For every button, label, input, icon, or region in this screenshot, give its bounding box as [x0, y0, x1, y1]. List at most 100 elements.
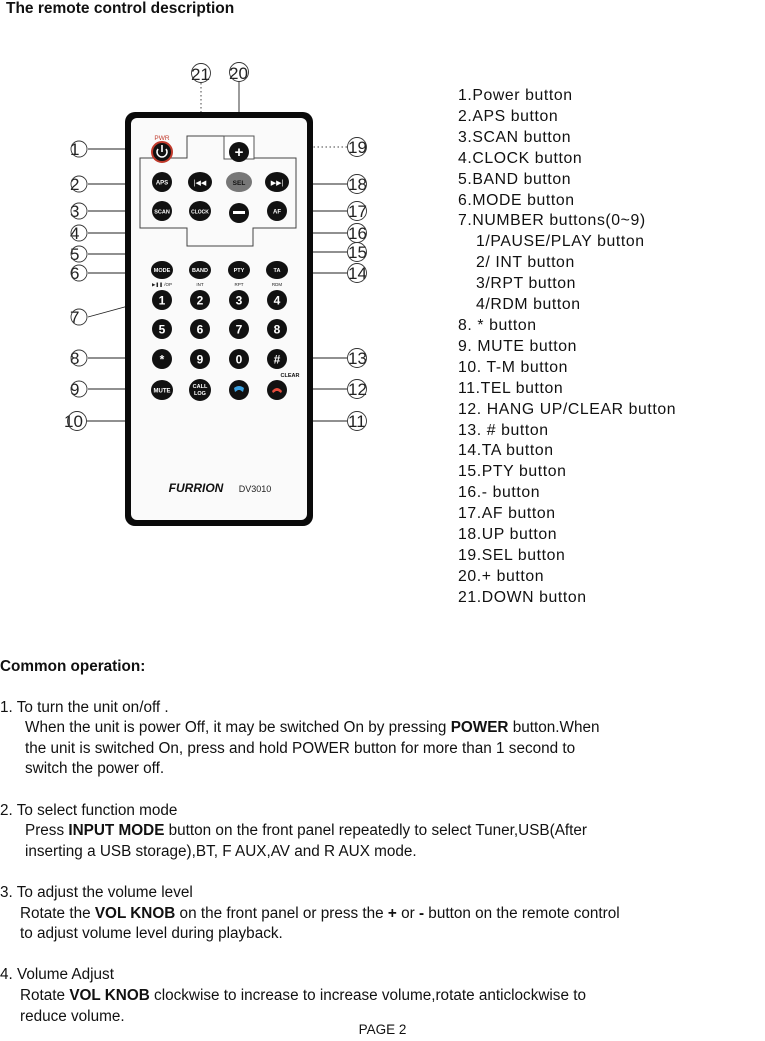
svg-text:RDM: RDM: [272, 282, 282, 287]
callout-16: 16: [348, 224, 367, 243]
button-list-item: 2.APS button: [458, 107, 559, 125]
section-1-text: When the unit is power Off, it may be sw…: [25, 719, 600, 737]
button-list-item: 15.PTY button: [458, 463, 567, 481]
button-list-item: 4.CLOCK button: [458, 149, 583, 167]
svg-text:PTY: PTY: [234, 268, 245, 274]
callout-7: 7: [70, 308, 79, 327]
svg-text:INT: INT: [196, 282, 204, 287]
keypad-key-label: 0: [236, 353, 243, 367]
svg-text:APS: APS: [156, 181, 168, 187]
svg-text:AF: AF: [273, 210, 281, 216]
svg-text:+: +: [235, 144, 244, 161]
number-key: [190, 290, 210, 310]
number-key-label: 1: [159, 294, 166, 308]
svg-text:CALL: CALL: [193, 384, 208, 390]
aps-button: [152, 172, 172, 192]
svg-text:MUTE: MUTE: [154, 389, 171, 395]
svg-text:LOG: LOG: [194, 391, 206, 397]
section-1-line2: the unit is switched On, press and hold …: [25, 739, 576, 757]
callout-8: 8: [70, 349, 79, 368]
callout-numbers: 1 2 3 4 5 6 7 8 9 10 11 12 13 14 15 16 1…: [64, 64, 367, 431]
button-list-item: 19.SEL button: [458, 546, 566, 564]
page-title: The remote control description: [6, 0, 235, 17]
number-key-label: 2: [197, 294, 204, 308]
number-key: [152, 319, 172, 339]
remote-diagram: 1 2 3 4 5 6 7 8 9 10 11 12 13 14 15 16 1…: [64, 62, 367, 526]
number-key-label: 6: [197, 323, 204, 337]
button-list-item: 5.BAND button: [458, 170, 572, 188]
keypad-key: [152, 349, 172, 369]
button-list-item: 3.SCAN button: [458, 128, 572, 146]
callout-12: 12: [348, 380, 367, 399]
callout-5: 5: [70, 245, 79, 264]
callout-3: 3: [70, 202, 79, 221]
svg-text:CLEAR: CLEAR: [281, 373, 300, 379]
keypad-key-label: *: [160, 353, 165, 367]
common-operation: Common operation: 1. To turn the unit on…: [0, 657, 765, 1027]
button-list-item: 14.TA button: [458, 442, 554, 460]
button-list-item: 4/RDM button: [476, 296, 581, 314]
callout-9: 9: [70, 380, 79, 399]
callout-21: 21: [191, 65, 210, 84]
section-4-text: Rotate VOL KNOB clockwise to increase to…: [20, 986, 586, 1004]
svg-text:▶▶|: ▶▶|: [271, 180, 284, 187]
button-list-item: 21.DOWN button: [458, 588, 587, 606]
button-list: 1.Power button 2.APS button 3.SCAN button 4…: [458, 86, 676, 609]
button-list-item: 13. # button: [458, 421, 549, 439]
callout-18: 18: [348, 175, 367, 194]
section-2-line2: inserting a USB storage),BT, F AUX,AV an…: [25, 842, 417, 860]
svg-text:▶❚❚ /OP: ▶❚❚ /OP: [152, 282, 172, 288]
button-list-item: 8. * button: [458, 316, 537, 334]
svg-text:MODE: MODE: [154, 268, 171, 274]
svg-text:TA: TA: [274, 268, 281, 274]
common-heading: Common operation:: [0, 658, 146, 675]
callout-10: 10: [64, 412, 83, 431]
svg-text:BAND: BAND: [192, 268, 208, 274]
section-3-title: 3. To adjust the volume level: [0, 883, 193, 901]
number-key: [229, 290, 249, 310]
clock-button: [189, 201, 211, 221]
button-list-item: 20.+ button: [458, 567, 545, 585]
button-list-item: 1/PAUSE/PLAY button: [476, 233, 645, 251]
section-2-title: 2. To select function mode: [0, 801, 178, 819]
button-list-item: 9. MUTE button: [458, 337, 578, 355]
number-key-label: 8: [274, 323, 281, 337]
number-key-label: 4: [274, 294, 281, 308]
svg-text:RPT: RPT: [235, 282, 244, 287]
svg-text:|◀◀: |◀◀: [194, 180, 207, 187]
section-1-line3: switch the power off.: [25, 760, 165, 778]
keypad-key-label: 9: [197, 353, 204, 367]
callout-2: 2: [70, 175, 79, 194]
number-key: [190, 319, 210, 339]
callout-13: 13: [348, 349, 367, 368]
number-key-label: 7: [236, 323, 243, 337]
up-next-button: [265, 172, 289, 192]
call-log-button: [189, 379, 211, 401]
number-key: [267, 290, 287, 310]
number-key-label: 3: [236, 294, 243, 308]
button-list-item: 1.Power button: [458, 87, 573, 104]
scan-button: [152, 201, 172, 221]
button-list-item: 6.MODE button: [458, 191, 575, 209]
button-list-item: 17.AF button: [458, 505, 556, 523]
section-4-title: 4. Volume Adjust: [0, 966, 114, 984]
page-number: PAGE 2: [358, 1022, 407, 1037]
button-list-item: 7.NUMBER buttons(0~9): [458, 212, 646, 230]
svg-text:DV3010: DV3010: [239, 484, 272, 494]
keypad-key: [229, 349, 249, 369]
down-prev-button: [188, 172, 212, 192]
number-key: [152, 290, 172, 310]
keypad-key: [190, 349, 210, 369]
button-list-item: 11.TEL button: [458, 379, 564, 397]
sel-button: [226, 172, 252, 192]
svg-text:CLOCK: CLOCK: [191, 210, 209, 216]
callout-1: 1: [70, 140, 79, 159]
button-list-item: 10. T-M button: [458, 358, 568, 376]
section-3-line2: to adjust volume level during playback.: [20, 925, 283, 943]
callout-17: 17: [348, 202, 367, 221]
callout-15: 15: [348, 243, 367, 262]
number-key: [267, 319, 287, 339]
keypad-key-label: #: [274, 353, 281, 367]
section-4-line2: reduce volume.: [20, 1007, 125, 1025]
section-1-title: 1. To turn the unit on/off .: [0, 698, 169, 716]
